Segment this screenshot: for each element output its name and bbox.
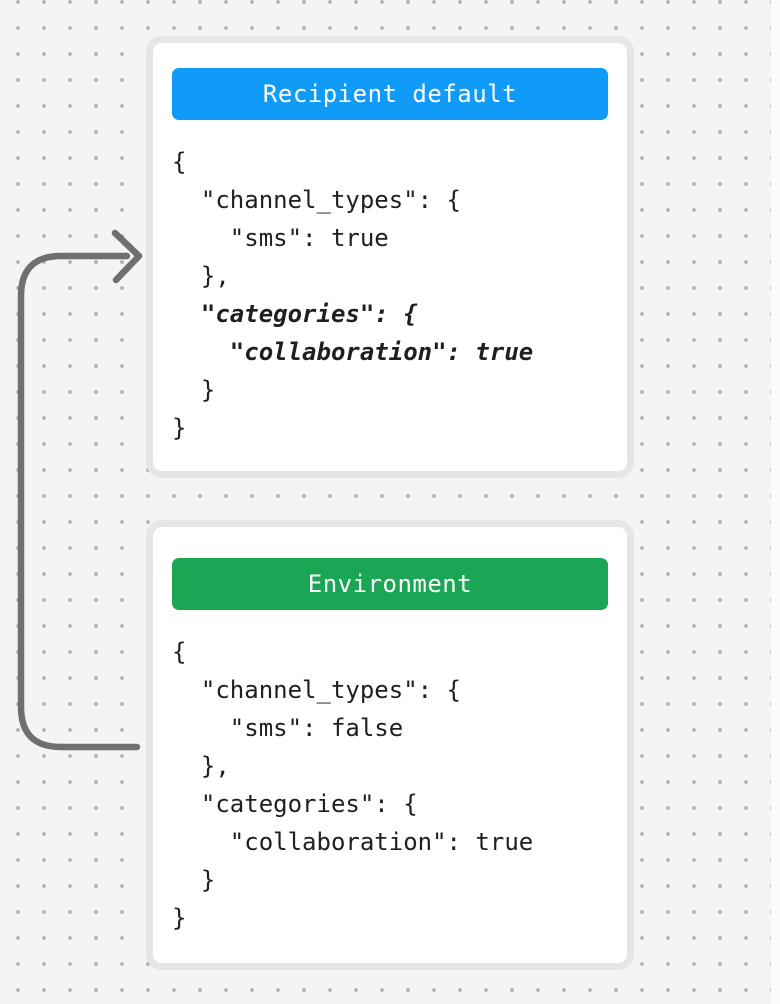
code-line: } [172,904,187,932]
code-line: } [172,866,216,894]
environment-json-block: { "channel_types": { "sms": false }, "ca… [172,633,627,937]
environment-card: Environment { "channel_types": { "sms": … [146,520,634,970]
code-line: } [172,376,216,404]
environment-badge: Environment [172,558,608,610]
code-line: { [172,638,187,666]
code-line: "categories": { [172,300,418,328]
code-line: "collaboration": true [172,828,534,856]
code-line: "sms": false [172,714,404,742]
code-line: "categories": { [172,790,418,818]
right-edge-strip [771,0,780,1004]
code-line: { [172,148,187,176]
flow-arrow-line [17,252,141,751]
code-line: }, [172,752,230,780]
recipient-default-title: Recipient default [262,80,518,108]
code-line: "channel_types": { [172,186,461,214]
code-line: }, [172,262,230,290]
environment-title: Environment [307,570,473,598]
code-line: "channel_types": { [172,676,461,704]
recipient-default-json-block: { "channel_types": { "sms": true }, "cat… [172,143,627,447]
recipient-default-badge: Recipient default [172,68,608,120]
code-line: "sms": true [172,224,389,252]
code-line: "collaboration": true [172,338,534,366]
recipient-default-card: Recipient default { "channel_types": { "… [146,36,634,478]
flow-arrow-head [111,229,143,284]
code-line: } [172,414,187,442]
